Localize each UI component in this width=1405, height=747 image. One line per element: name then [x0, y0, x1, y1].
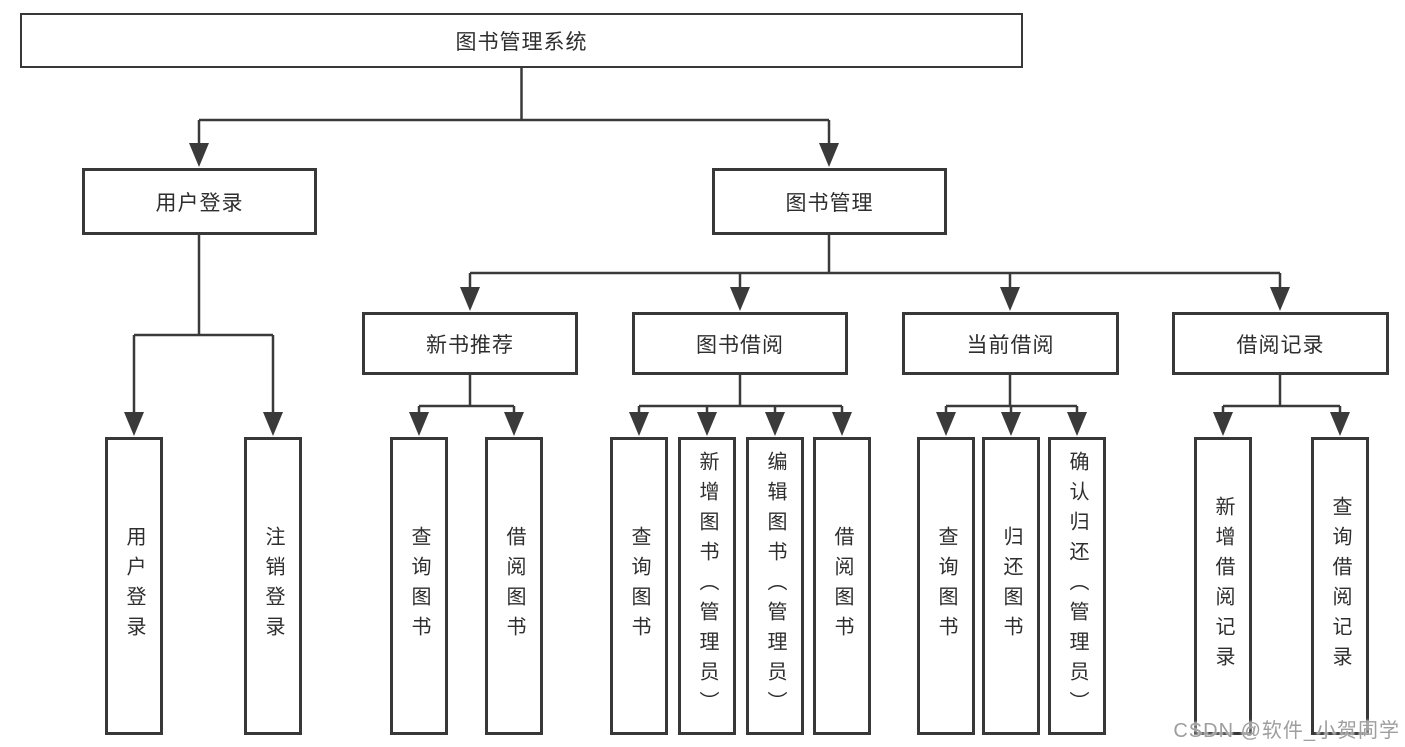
node-label: 借阅记录 — [1236, 333, 1325, 357]
leaf-label: 查询图书 — [408, 526, 430, 646]
leaf-add-book-admin: 新增图书（管理员） — [678, 437, 736, 735]
leaf-user-login: 用户登录 — [105, 437, 163, 735]
node-library-management-system: 图书管理系统 — [20, 13, 1023, 68]
leaf-query-books-recommend: 查询图书 — [390, 437, 448, 735]
leaf-label: 查询图书 — [628, 526, 650, 646]
leaf-label: 查询借阅记录 — [1329, 496, 1351, 676]
leaf-label: 新增图书（管理员） — [696, 451, 718, 721]
node-label: 图书借阅 — [696, 333, 784, 357]
node-label: 图书管理 — [785, 191, 874, 215]
arrowheads — [124, 143, 1350, 436]
node-new-book-recommend: 新书推荐 — [362, 312, 578, 375]
leaf-edit-book-admin: 编辑图书（管理员） — [746, 437, 804, 735]
node-label: 新书推荐 — [426, 333, 514, 357]
leaf-label: 新增借阅记录 — [1212, 496, 1234, 676]
csdn-watermark: CSDN @软件_小贺同学 — [1173, 720, 1400, 742]
leaf-borrow-books-recommend: 借阅图书 — [485, 437, 543, 735]
node-user-login: 用户登录 — [82, 168, 317, 235]
leaf-confirm-return-admin: 确认归还（管理员） — [1048, 437, 1106, 735]
node-label: 用户登录 — [155, 191, 244, 215]
leaf-label: 借阅图书 — [503, 526, 525, 646]
leaf-return-book: 归还图书 — [982, 437, 1040, 735]
leaf-label: 确认归还（管理员） — [1066, 451, 1088, 721]
node-book-borrow: 图书借阅 — [632, 312, 848, 375]
leaf-query-books-borrow: 查询图书 — [610, 437, 668, 735]
node-current-borrow: 当前借阅 — [902, 312, 1119, 375]
leaf-label: 查询图书 — [935, 526, 957, 646]
node-borrow-records: 借阅记录 — [1172, 312, 1389, 375]
leaf-label: 编辑图书（管理员） — [764, 451, 786, 721]
leaf-logout: 注销登录 — [244, 437, 302, 735]
leaf-add-borrow-record: 新增借阅记录 — [1194, 437, 1252, 735]
leaf-label: 归还图书 — [1000, 526, 1022, 646]
node-label: 当前借阅 — [966, 333, 1055, 357]
node-book-management: 图书管理 — [712, 168, 947, 235]
leaf-query-books-current: 查询图书 — [917, 437, 975, 735]
node-label: 图书管理系统 — [455, 30, 588, 54]
leaf-label: 用户登录 — [123, 526, 145, 646]
leaf-borrow-books: 借阅图书 — [813, 437, 871, 735]
leaf-label: 注销登录 — [262, 526, 284, 646]
leaf-label: 借阅图书 — [831, 526, 853, 646]
leaf-query-borrow-record: 查询借阅记录 — [1311, 437, 1369, 735]
